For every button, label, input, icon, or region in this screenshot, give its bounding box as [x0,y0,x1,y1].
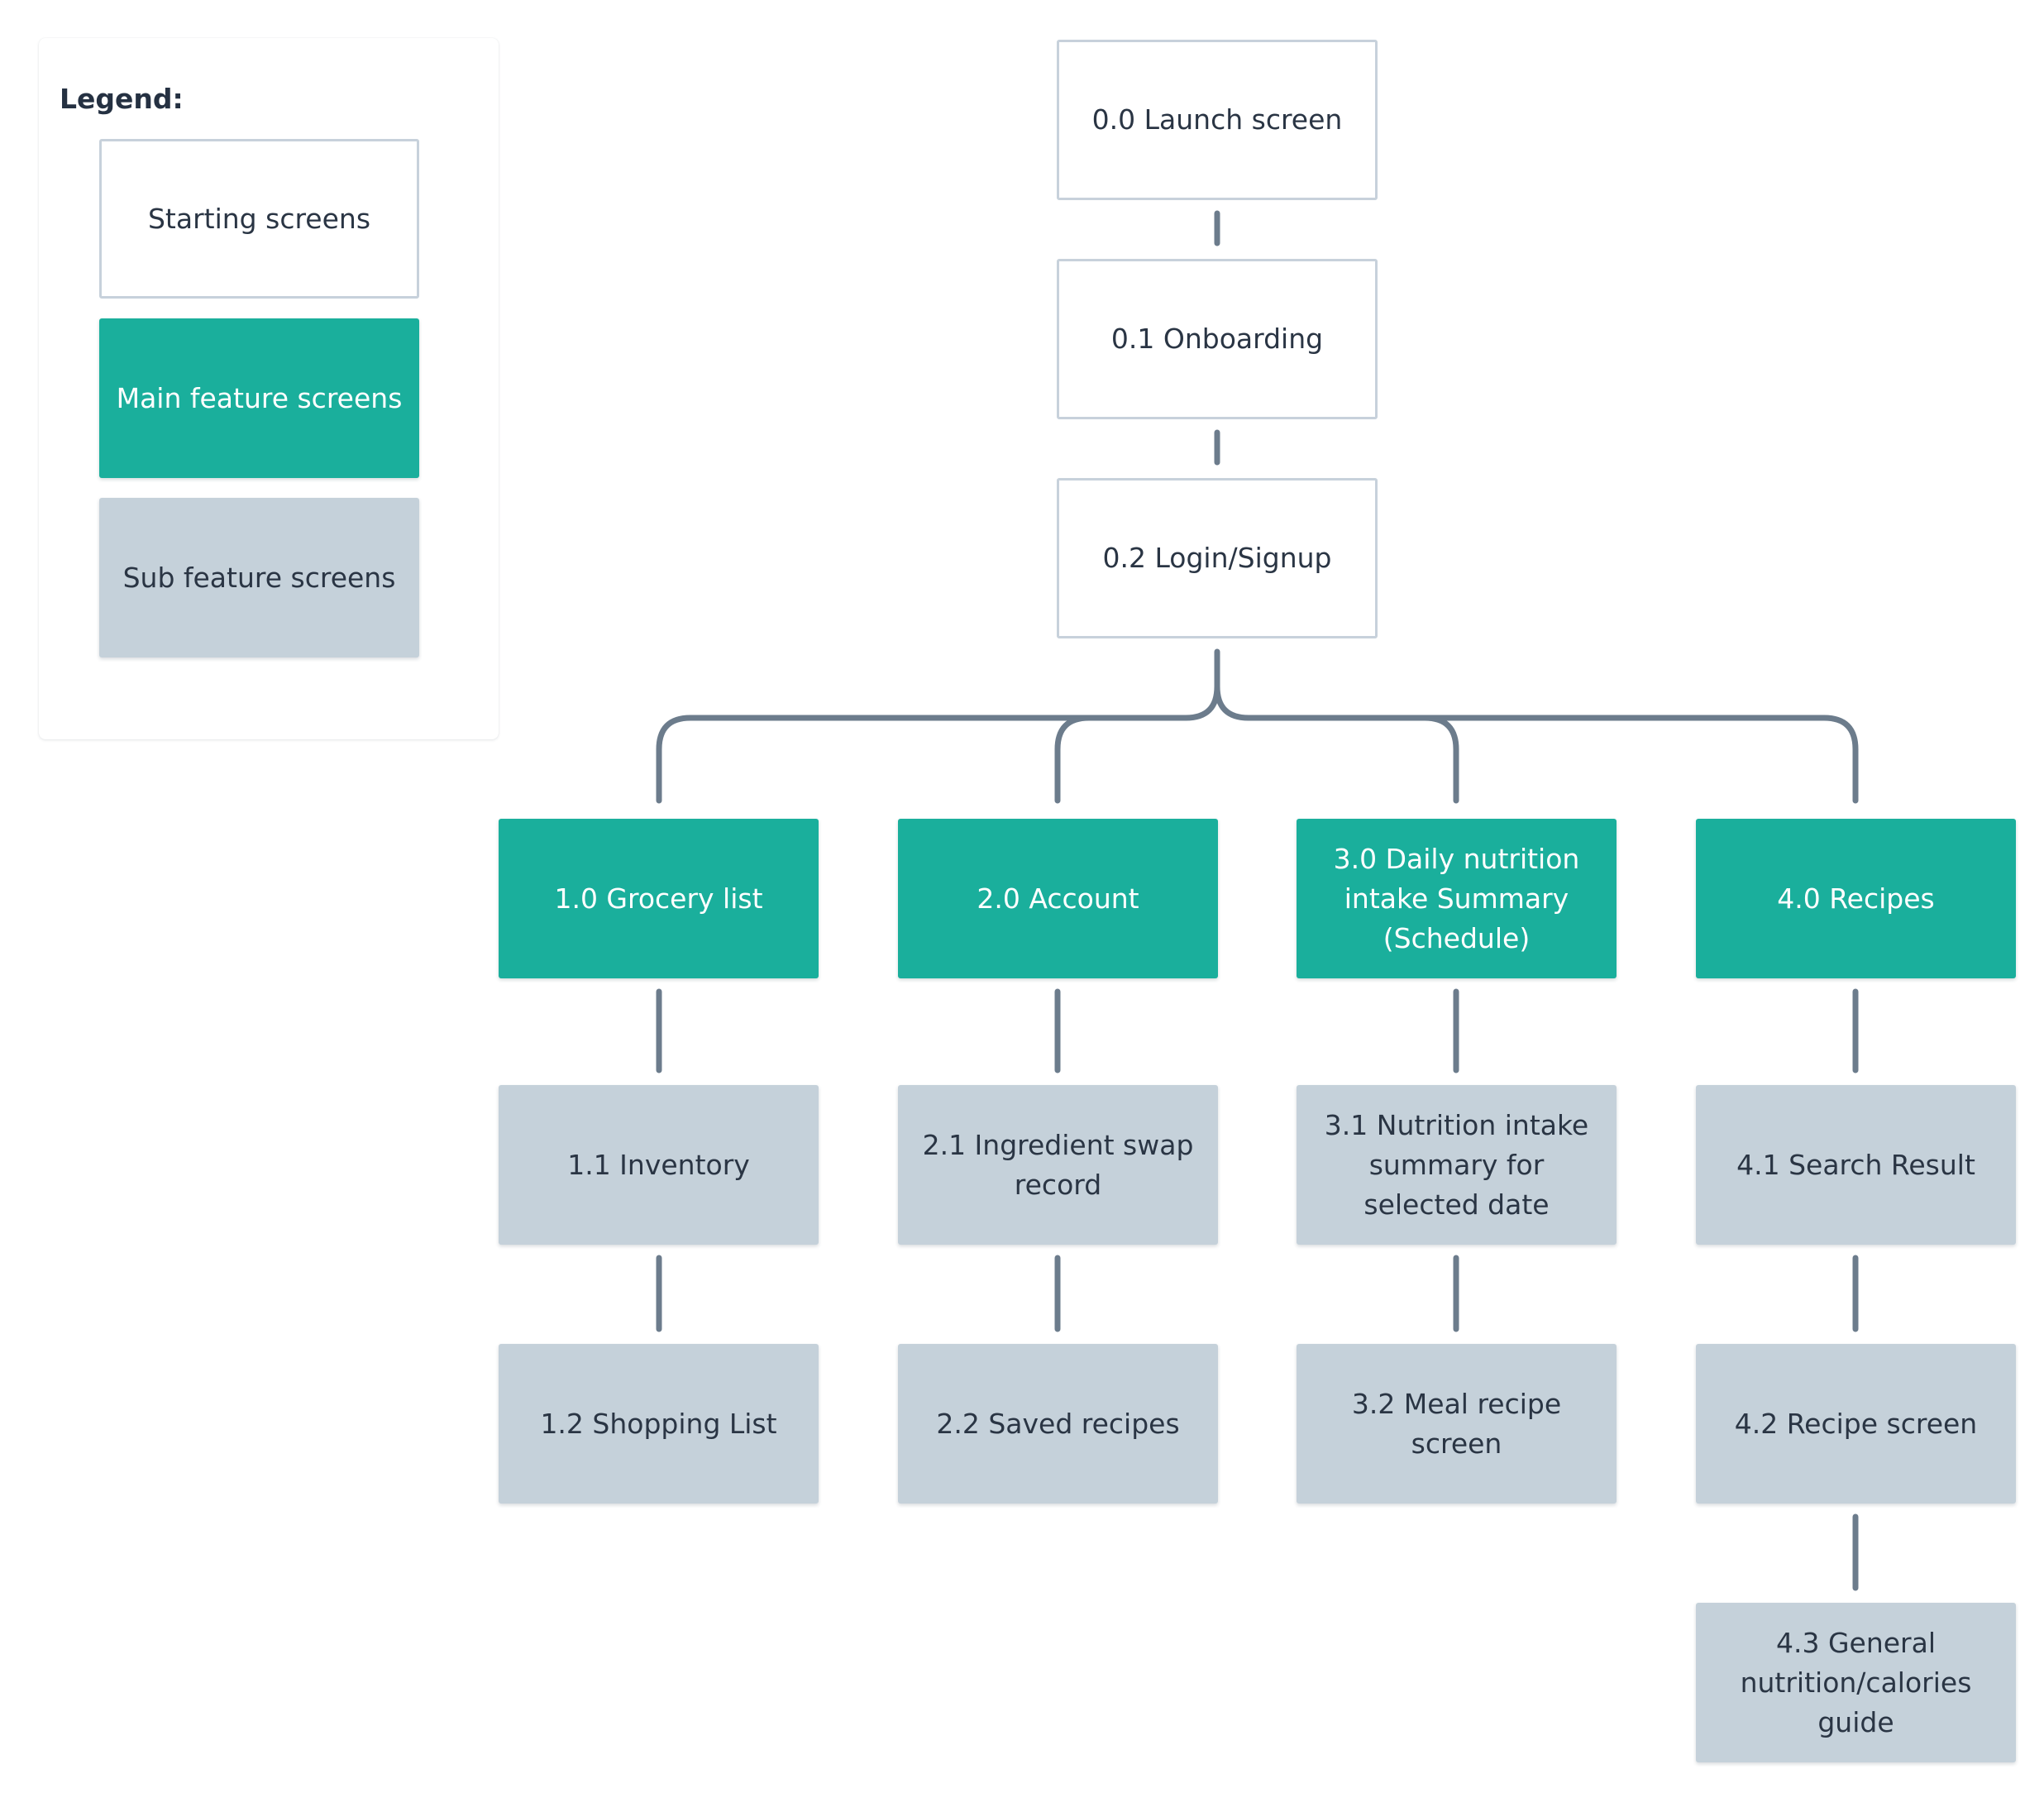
legend-item-label: Main feature screens [116,381,403,414]
node-label: 0.0 Launch screen [1091,103,1343,136]
legend-item-starting: Starting screens [99,139,419,299]
node-label: 3.2 Meal recipe screen [1351,1387,1562,1460]
node-0.0-launch-screen: 0.0 Launch screen [1057,40,1378,200]
node-label: 2.2 Saved recipes [936,1407,1180,1440]
connector-branch [656,648,1859,804]
node-label: 0.1 Onboarding [1110,323,1324,355]
node-4.2-recipe-screen: 4.2 Recipe screen [1696,1344,2016,1504]
node-label: 1.0 Grocery list [554,882,763,915]
node-3.2-meal-recipe: 3.2 Meal recipe screen [1297,1344,1617,1504]
node-label: 4.1 Search Result [1736,1148,1975,1181]
legend-title: Legend: [60,83,184,115]
node-label: 2.0 Account [977,882,1139,915]
node-label: 4.3 General nutrition/calories guide [1740,1626,1972,1738]
node-label: 4.0 Recipes [1777,882,1935,915]
legend-item-label: Starting screens [147,202,371,235]
node-label: 3.1 Nutrition intake summary for selecte… [1324,1108,1589,1221]
node-label: 4.2 Recipe screen [1734,1407,1978,1440]
node-4.0-recipes: 4.0 Recipes [1696,819,2016,978]
legend-item-sub: Sub feature screens [99,498,419,657]
node-1.1-inventory: 1.1 Inventory [499,1085,819,1245]
node-1.2-shopping-list: 1.2 Shopping List [499,1344,819,1504]
node-0.2-login-signup: 0.2 Login/Signup [1057,478,1378,638]
legend-item-label: Sub feature screens [122,561,396,594]
node-1.0-grocery-list: 1.0 Grocery list [499,819,819,978]
node-2.0-account: 2.0 Account [898,819,1218,978]
node-0.1-onboarding: 0.1 Onboarding [1057,259,1378,419]
node-2.2-saved-recipes: 2.2 Saved recipes [898,1344,1218,1504]
node-label: 3.0 Daily nutrition intake Summary (Sche… [1333,842,1580,954]
node-label: 0.2 Login/Signup [1102,542,1332,574]
node-3.0-daily-nutrition: 3.0 Daily nutrition intake Summary (Sche… [1297,819,1617,978]
node-3.1-nutrition-summary: 3.1 Nutrition intake summary for selecte… [1297,1085,1617,1245]
node-4.3-nutrition-guide: 4.3 General nutrition/calories guide [1696,1603,2016,1762]
node-label: 1.2 Shopping List [540,1407,777,1440]
legend-item-main: Main feature screens [99,318,419,478]
node-label: 2.1 Ingredient swap record [922,1128,1194,1201]
node-2.1-ingredient-swap: 2.1 Ingredient swap record [898,1085,1218,1245]
node-4.1-search-result: 4.1 Search Result [1696,1085,2016,1245]
node-label: 1.1 Inventory [567,1148,750,1181]
